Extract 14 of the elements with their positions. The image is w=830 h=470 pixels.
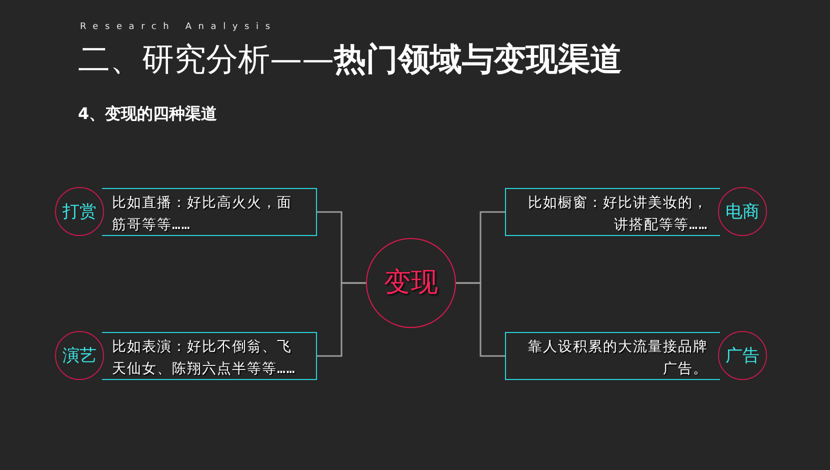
connector-line xyxy=(456,282,505,357)
circle-label: 演艺 xyxy=(55,331,104,380)
text-box: 比如橱窗：好比讲美妆的，讲搭配等等…… xyxy=(505,188,720,236)
text-box: 靠人设积累的大流量接品牌广告。 xyxy=(505,332,720,380)
subtitle-text: Research Analysis xyxy=(80,21,277,33)
text-box: 比如直播：好比高火火，面筋哥等等…… xyxy=(102,188,317,236)
connector-line xyxy=(317,282,366,357)
text-box: 比如表演：好比不倒翁、飞天仙女、陈翔六点半等等…… xyxy=(102,332,317,380)
title: 二、研究分析——热门领域与变现渠道 xyxy=(78,39,622,79)
circle-label: 打赏 xyxy=(55,187,104,236)
circle-label: 电商 xyxy=(718,187,767,236)
circle-node: 变现 xyxy=(366,238,456,328)
circle-label: 广告 xyxy=(718,331,767,380)
section-heading: 4、变现的四种渠道 xyxy=(78,104,218,124)
